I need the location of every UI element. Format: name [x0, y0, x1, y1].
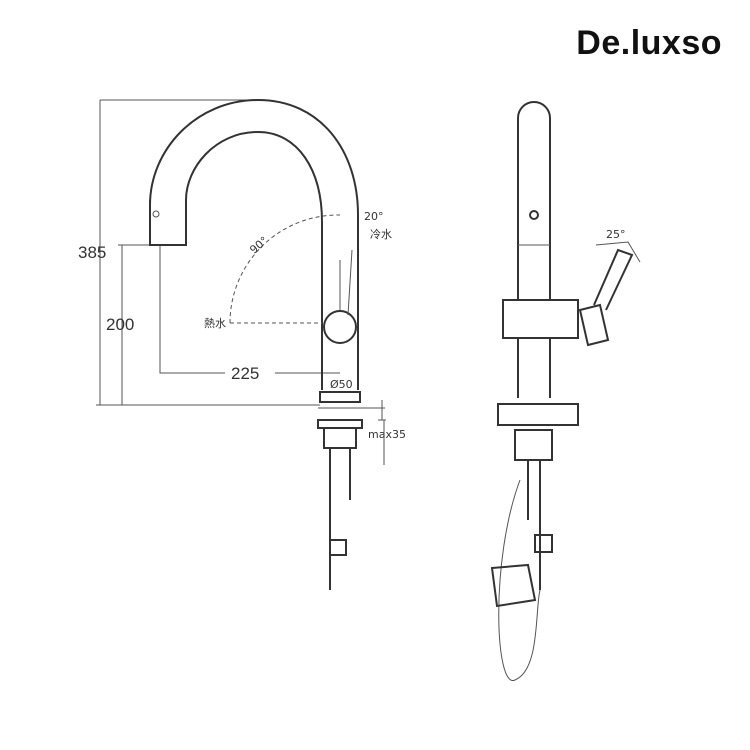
max-deck-label: max35 [368, 428, 406, 441]
spray-button-icon [152, 210, 160, 218]
body [321, 300, 359, 390]
weight [490, 563, 537, 608]
hoses [527, 460, 541, 590]
brand-logo: De.luxso [576, 24, 722, 62]
spray-button-icon [529, 210, 539, 220]
hot-water-label: 熱水 [204, 317, 226, 330]
connector [329, 539, 347, 556]
rotation-arc [229, 214, 341, 324]
dimension-385-label: 385 [78, 243, 106, 262]
handle-lever [339, 249, 353, 316]
front-view: 25° [490, 101, 641, 681]
dimension-385-line [96, 99, 320, 406]
dimension-200-line [118, 244, 150, 405]
connector [534, 534, 553, 553]
spout [517, 101, 551, 300]
handle [578, 248, 634, 347]
spout-outer [149, 98, 359, 300]
pull-down-head [149, 200, 187, 246]
hoses [329, 448, 351, 590]
body-top [502, 299, 579, 339]
pull-out-hose [498, 479, 541, 681]
dimension-225-label: 225 [231, 364, 259, 383]
mounting-nut [514, 429, 553, 461]
cold-angle-label: 20° [364, 210, 384, 223]
side-view: 385 200 225 90° 20° 冷水 熱水 Ø50 max35 [78, 98, 406, 590]
spout-inner [185, 130, 323, 300]
handle-angle-line [595, 241, 641, 263]
rotation-angle-label: 90° [247, 234, 270, 256]
dimension-225-line [159, 245, 340, 374]
base [497, 403, 579, 426]
base-diameter-label: Ø50 [330, 378, 353, 391]
mounting-nut [317, 419, 363, 449]
deck-dimension [318, 400, 386, 465]
cold-water-label: 冷水 [370, 228, 392, 241]
base [319, 391, 361, 403]
body-lower [517, 338, 551, 398]
handle-angle-label: 25° [606, 228, 626, 241]
dimension-200-label: 200 [106, 315, 134, 334]
handle-circle [323, 310, 357, 344]
